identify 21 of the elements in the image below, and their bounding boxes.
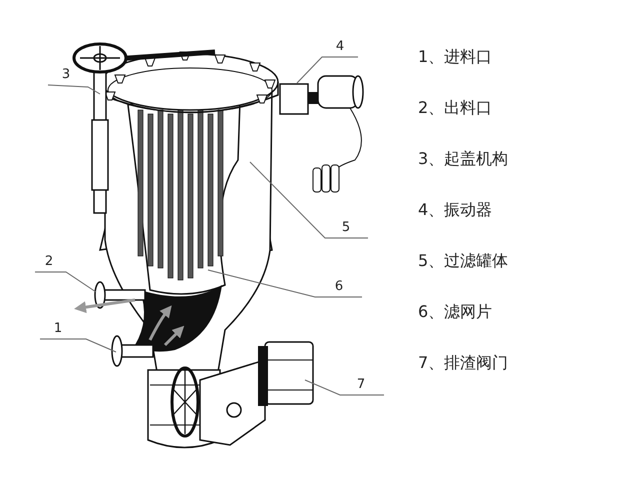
callout-number: 5: [338, 218, 354, 238]
callout-number: 6: [331, 277, 347, 297]
leader-line: [250, 162, 368, 238]
legend-item: 7、排渣阀门: [418, 352, 508, 374]
callout-number: 2: [41, 252, 57, 272]
legend-item: 3、起盖机构: [418, 148, 508, 170]
callout-number: 1: [50, 319, 66, 339]
legend-item: 4、振动器: [418, 199, 492, 221]
leader-line: [48, 84, 100, 94]
leader-line: [296, 56, 358, 84]
callout-number: 7: [353, 375, 369, 395]
leader-line: [208, 270, 362, 298]
legend-item: 5、过滤罐体: [418, 250, 508, 272]
callout-number: 4: [332, 37, 348, 57]
leader-line: [40, 338, 116, 352]
leader-line: [34, 272, 96, 292]
callout-number: 3: [58, 65, 74, 85]
leader-line: [304, 380, 384, 396]
legend-item: 2、出料口: [418, 97, 492, 119]
legend-item: 1、进料口: [418, 46, 492, 68]
legend-item: 6、滤网片: [418, 301, 492, 323]
